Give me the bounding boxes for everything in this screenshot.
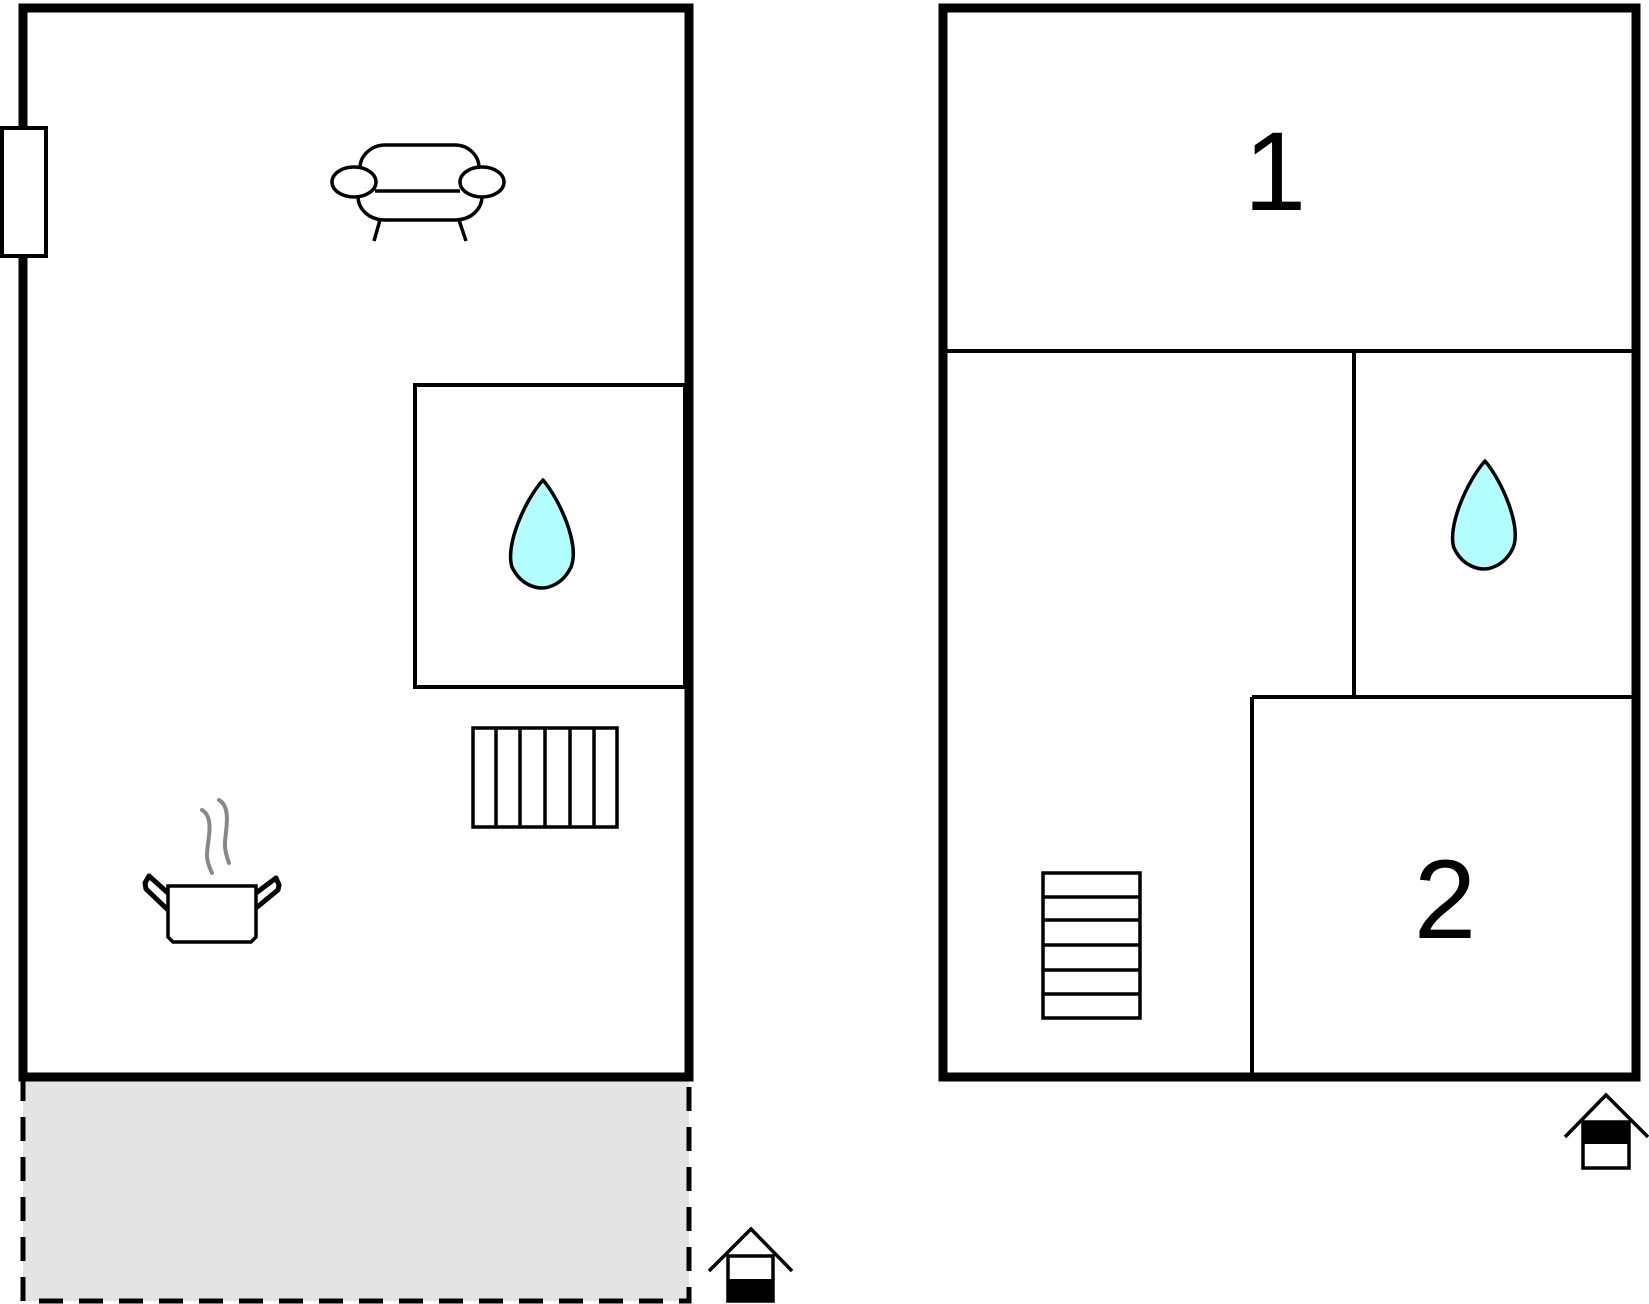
ground-floor-outer-wall <box>18 3 694 1082</box>
upper-floor: 1 2 <box>938 3 1649 1170</box>
terrace-border <box>20 1077 692 1304</box>
stairs-icon <box>471 726 619 829</box>
sofa-icon <box>330 143 506 242</box>
terrace <box>23 1077 689 1301</box>
entrance-icon <box>1563 1092 1649 1170</box>
room-label: 1 <box>1244 109 1306 234</box>
window <box>0 126 48 258</box>
cooking-pot-icon <box>142 798 282 944</box>
ground-floor <box>0 3 794 1304</box>
entrance-icon <box>707 1226 794 1303</box>
upper-floor-outer-wall <box>938 3 1641 1082</box>
bathroom-ground <box>413 383 687 689</box>
room-label: 2 <box>1414 837 1476 962</box>
water-drop-icon <box>508 478 575 590</box>
water-drop-icon <box>1450 459 1517 571</box>
stairs-icon <box>1041 871 1142 1020</box>
